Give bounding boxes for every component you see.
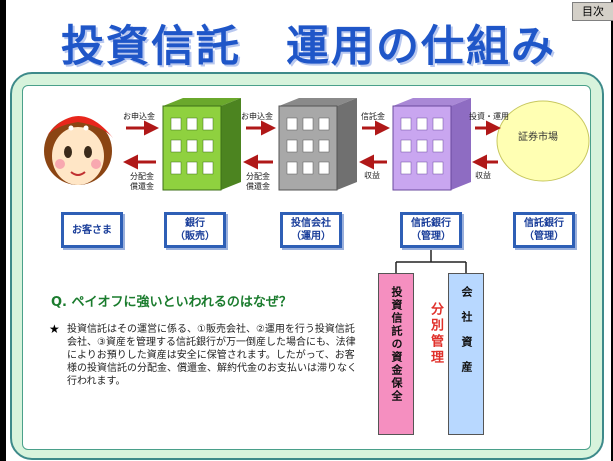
content-frame: 証券市場 お申込金 お申込金 信託金 投資・運用 分配金 償 bbox=[10, 72, 604, 460]
bank-box-line2: （販売） bbox=[175, 231, 215, 242]
trust-company-box: 投信会社 （運用） bbox=[280, 212, 342, 248]
company-assets-text: 会社資産 bbox=[460, 286, 473, 386]
bank-box-line1: 銀行 bbox=[185, 218, 205, 229]
slide: 投資信託 運用の仕組み 目次 bbox=[6, 0, 613, 461]
answer-text: 投資信託はその運営に係る、①販売会社、②運用を行う投資信託会社、③資産を管理する… bbox=[67, 324, 357, 387]
fund-protection-text: 投資信託の資金保全 bbox=[390, 286, 403, 403]
fund-protection-box: 投資信託の資金保全 bbox=[378, 273, 414, 435]
label-profit-2: 収益 bbox=[475, 170, 491, 180]
label-profit-1: 収益 bbox=[364, 170, 380, 180]
bank-building bbox=[162, 98, 241, 191]
trust-bank-building bbox=[392, 98, 471, 191]
trust-bank-box-2-line1: 信託銀行 bbox=[524, 218, 564, 229]
label-trust-money: 信託金 bbox=[361, 111, 385, 121]
bank-box: 銀行 （販売） bbox=[164, 212, 226, 248]
customer-box: お客さま bbox=[61, 212, 123, 248]
customer-illustration bbox=[44, 105, 113, 185]
flow-diagram: 証券市場 お申込金 お申込金 信託金 投資・運用 分配金 償 bbox=[44, 98, 590, 273]
table-of-contents-button[interactable]: 目次 bbox=[572, 2, 613, 21]
separate-management-label: 分別管理 bbox=[428, 302, 443, 366]
market-label: 証券市場 bbox=[518, 130, 558, 143]
trust-company-box-line1: 投信会社 bbox=[291, 218, 331, 229]
trust-bank-box-line1: 信託銀行 bbox=[411, 218, 451, 229]
trust-bank-box: 信託銀行 （管理） bbox=[400, 212, 462, 248]
customer-box-line1: お客さま bbox=[72, 224, 112, 236]
question-heading: Q. ペイオフに強いといわれるのはなぜ？ bbox=[51, 295, 292, 310]
label-dist-2b: 償還金 bbox=[246, 181, 270, 191]
company-assets-box: 会社資産 bbox=[448, 273, 484, 435]
label-invest: 投資・運用 bbox=[469, 111, 509, 121]
market-circle bbox=[496, 100, 590, 182]
label-apply-1: お申込金 bbox=[123, 111, 155, 121]
trust-company-box-line2: （運用） bbox=[291, 231, 331, 242]
trust-bank-box-2: 信託銀行 （管理） bbox=[513, 212, 575, 248]
trust-bank-box-2-line2: （管理） bbox=[524, 231, 564, 242]
label-dist-1a: 分配金 bbox=[130, 171, 154, 181]
star-icon: ★ bbox=[49, 322, 60, 336]
page-title: 投資信託 運用の仕組み bbox=[61, 22, 556, 72]
label-dist-2a: 分配金 bbox=[246, 171, 270, 181]
trust-company-building bbox=[278, 98, 357, 191]
content-panel: 証券市場 お申込金 お申込金 信託金 投資・運用 分配金 償 bbox=[22, 85, 591, 450]
trust-bank-box-line2: （管理） bbox=[411, 231, 451, 242]
label-apply-2: お申込金 bbox=[241, 111, 273, 121]
label-dist-1b: 償還金 bbox=[130, 181, 154, 191]
